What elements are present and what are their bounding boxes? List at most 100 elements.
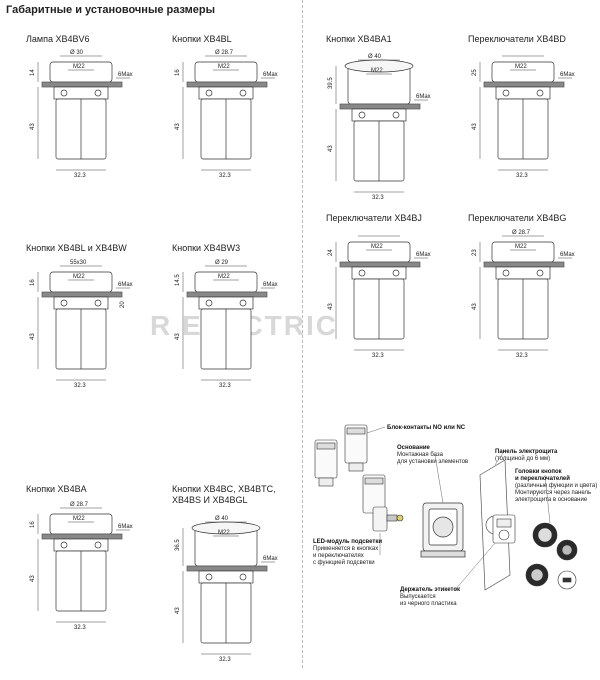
dim-width-323: 32.3 (372, 195, 384, 201)
dim-width-323: 32.3 (74, 383, 86, 389)
column-divider (302, 0, 303, 668)
dim-thread-m22: M22 (73, 64, 85, 70)
panel-title-xb4bg: Переключатели XB4BG (468, 213, 567, 223)
dim-head-height: 16 (175, 69, 181, 76)
dim-thread-m22: M22 (371, 68, 383, 74)
dim-diameter: Ø 28.7 (70, 502, 89, 508)
dim-diameter: Ø 29 (215, 260, 229, 266)
led-desc-3: с функцией подсветки (313, 559, 375, 566)
dim-thread-m22: M22 (218, 530, 230, 536)
dim-thread-m22: M22 (371, 244, 383, 250)
dim-height-43: 43 (175, 333, 181, 340)
dim-head-height: 14 (30, 69, 36, 76)
dim-height-43: 43 (472, 303, 478, 310)
dim-thread-m22: M22 (218, 274, 230, 280)
dim-height-43: 43 (30, 575, 36, 582)
dim-head-height: 36.5 (175, 539, 181, 551)
button-heads (525, 522, 578, 590)
led-desc-2: и переключателях (313, 553, 364, 559)
drawing-p9: 43 16 32.3 M22 6Max Ø 28.7 (30, 502, 133, 631)
label-holder (492, 514, 516, 544)
dim-thread-m22: M22 (73, 516, 85, 522)
dim-panel-max: 6Max (416, 252, 431, 258)
heads-title-1: Головки кнопок (515, 469, 562, 475)
panel-desc: (толщиной до 6 мм) (495, 455, 550, 462)
dim-width-323: 32.3 (219, 657, 231, 663)
mounting-base (420, 502, 466, 558)
dim-extra: 20 (120, 301, 126, 308)
panel-title-xb4bd: Переключатели XB4BD (468, 34, 566, 44)
dim-width-323: 32.3 (74, 625, 86, 631)
dim-height-43: 43 (472, 123, 478, 130)
dim-head-height: 16 (30, 279, 36, 286)
heads-desc-3: электрощита в основание (515, 497, 588, 503)
dim-diameter: Ø 28.7 (215, 50, 234, 56)
dim-panel-max: 6Max (416, 94, 431, 100)
dim-width-323: 32.3 (219, 173, 231, 179)
dim-height-43: 43 (328, 145, 334, 152)
base-title: Основание (397, 445, 431, 451)
panel-title-xb4bl: Кнопки XB4BL (172, 34, 232, 44)
holder-desc-1: Выпускается (400, 594, 436, 600)
panel-title-xb4ba1: Кнопки XB4BA1 (326, 34, 392, 44)
drawing-p6: 43 14.5 32.3 M22 6Max Ø 29 (175, 260, 278, 389)
panel-title-xb4ba: Кнопки XB4BA (26, 484, 87, 494)
dim-panel-max: 6Max (560, 72, 575, 78)
drawing-p1: 43 14 32.3 M22 6Max Ø 30 (30, 50, 133, 179)
dim-panel-max: 6Max (118, 72, 133, 78)
drawing-p4: 43 25 32.3 M22 6Max (472, 55, 575, 179)
dim-height-43: 43 (30, 123, 36, 130)
dim-thread-m22: M22 (218, 64, 230, 70)
dim-height-43: 43 (175, 607, 181, 614)
panel-title-xb4bl-xb4bw: Кнопки XB4BL и XB4BW (26, 243, 127, 253)
dim-head-height: 24 (328, 249, 334, 256)
panel-title-xb4bc: Кнопки XB4BC, XB4BTC, (172, 484, 276, 494)
dim-panel-max: 6Max (263, 282, 278, 288)
panel-title: Панель электрощита (495, 449, 558, 455)
led-desc-1: Применяется в кнопках (313, 546, 378, 552)
dim-height-43: 43 (30, 333, 36, 340)
holder-desc-2: из черного пластика (400, 601, 457, 607)
holder-title: Держатель этикеток (400, 587, 460, 593)
dim-width-323: 32.3 (516, 173, 528, 179)
drawing-p2: 43 16 32.3 M22 6Max Ø 28.7 (175, 50, 278, 179)
panel-title-xb4bs: XB4BS И XB4BGL (172, 495, 248, 505)
dim-diameter: Ø 40 (215, 516, 229, 522)
dim-width-323: 32.3 (74, 173, 86, 179)
dim-height-43: 43 (175, 123, 181, 130)
dim-width-323: 32.3 (516, 353, 528, 359)
dim-head-height: 14.5 (175, 274, 181, 286)
heads-desc-1: (различные функции и цвета) (515, 483, 597, 489)
dim-diameter: Ø 30 (70, 50, 84, 56)
dim-panel-max: 6Max (263, 556, 278, 562)
dim-thread-m22: M22 (73, 274, 85, 280)
dim-head-height: 25 (472, 69, 478, 76)
drawing-p10: 43 36.5 32.3 M22 6Max Ø 40 (175, 516, 278, 663)
dim-width-323: 32.3 (219, 383, 231, 389)
dim-head-height: 16 (30, 521, 36, 528)
dim-height-43: 43 (328, 303, 334, 310)
panel-title-xb4bj: Переключатели XB4BJ (326, 213, 422, 223)
led-title: LED-модуль подсветки (313, 539, 382, 545)
dim-thread-m22: M22 (515, 64, 527, 70)
panel-title-xb4bv6: Лампа XB4BV6 (26, 34, 90, 44)
heads-title-2: и переключателей (515, 475, 570, 482)
dim-panel-max: 6Max (118, 524, 133, 530)
dim-diameter: Ø 28.7 (512, 230, 531, 236)
led-module (372, 506, 404, 532)
dim-thread-m22: M22 (515, 244, 527, 250)
base-desc-2: для установки элементов (397, 459, 468, 465)
leader-lines (366, 426, 551, 591)
dim-panel-max: 6Max (118, 282, 133, 288)
dim-panel-max: 6Max (560, 252, 575, 258)
dim-panel-max: 6Max (263, 72, 278, 78)
page-title: Габаритные и установочные размеры (6, 4, 216, 16)
dim-width-323: 32.3 (372, 353, 384, 359)
exploded-assembly-view: Блок-контакты NO или NC Основание Монтаж… (313, 424, 597, 607)
drawing-p7: 43 24 32.3 M22 6Max (328, 235, 431, 359)
contacts-title: Блок-контакты NO или NC (387, 425, 466, 431)
dim-head-height: 39.5 (328, 77, 334, 89)
